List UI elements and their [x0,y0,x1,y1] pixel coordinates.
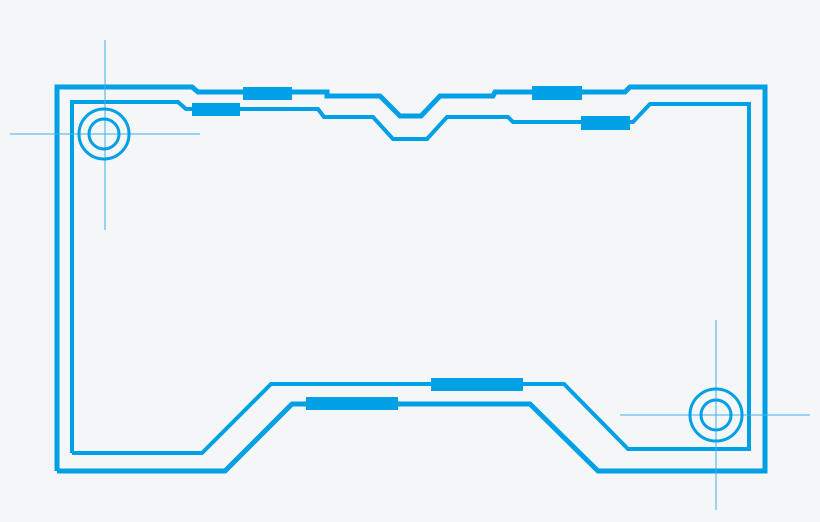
target-circle-icon [688,387,744,443]
trace-pad [532,86,582,100]
trace-pad [306,397,398,410]
trace-pad [431,378,523,391]
outer-trace [54,84,768,474]
target-circle-icon [77,107,131,161]
trace-pad [581,116,630,130]
trace-pad [192,103,240,116]
inner-trace [70,100,751,455]
trace-pad [243,87,292,100]
target-circle-icon [699,398,733,432]
target-circle-icon [87,117,121,151]
